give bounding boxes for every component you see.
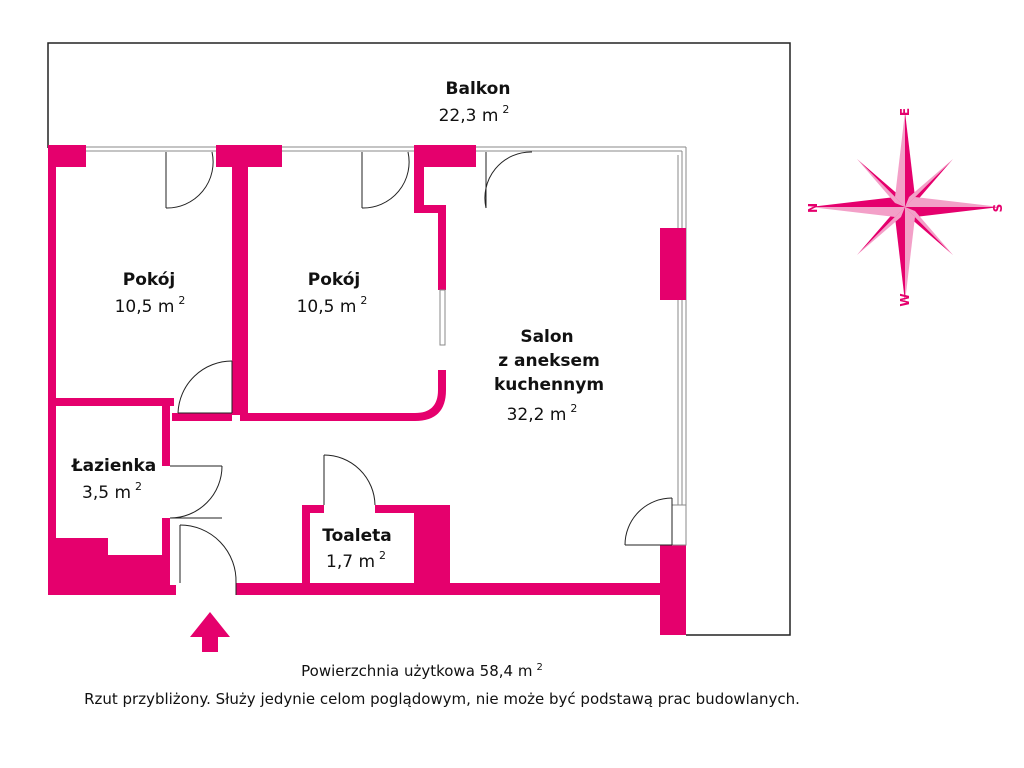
walls xyxy=(48,145,686,635)
compass-letters: E W N S xyxy=(806,108,1005,307)
compass-rose xyxy=(810,112,1000,302)
compass-letter-e: E xyxy=(898,108,912,116)
entrance-arrow xyxy=(190,612,230,652)
compass-letter-s: S xyxy=(991,204,1005,213)
room-name-toaleta: Toaleta xyxy=(322,526,391,546)
room-name-pokoj-2: Pokój xyxy=(308,270,361,290)
room-name-pokoj-1: Pokój xyxy=(123,270,176,290)
usable-area-text: Powierzchnia użytkowa 58,4 m xyxy=(301,662,533,680)
compass-letter-n: N xyxy=(806,203,820,213)
top-windows xyxy=(86,146,687,545)
room-name-salon-line3: kuchennym xyxy=(494,375,604,395)
compass-letter-w: W xyxy=(898,293,912,306)
balcony-outline xyxy=(47,42,791,636)
usable-area-sup: 2 xyxy=(536,662,543,673)
room-name-salon: Salon xyxy=(520,327,573,347)
room-name-balkon: Balkon xyxy=(446,79,511,99)
room-name-salon-line2: z aneksem xyxy=(498,351,600,371)
disclaimer-note: Rzut przybliżony. Służy jedynie celom po… xyxy=(84,690,800,708)
room-name-lazienka: Łazienka xyxy=(71,456,157,476)
doors xyxy=(165,151,673,595)
